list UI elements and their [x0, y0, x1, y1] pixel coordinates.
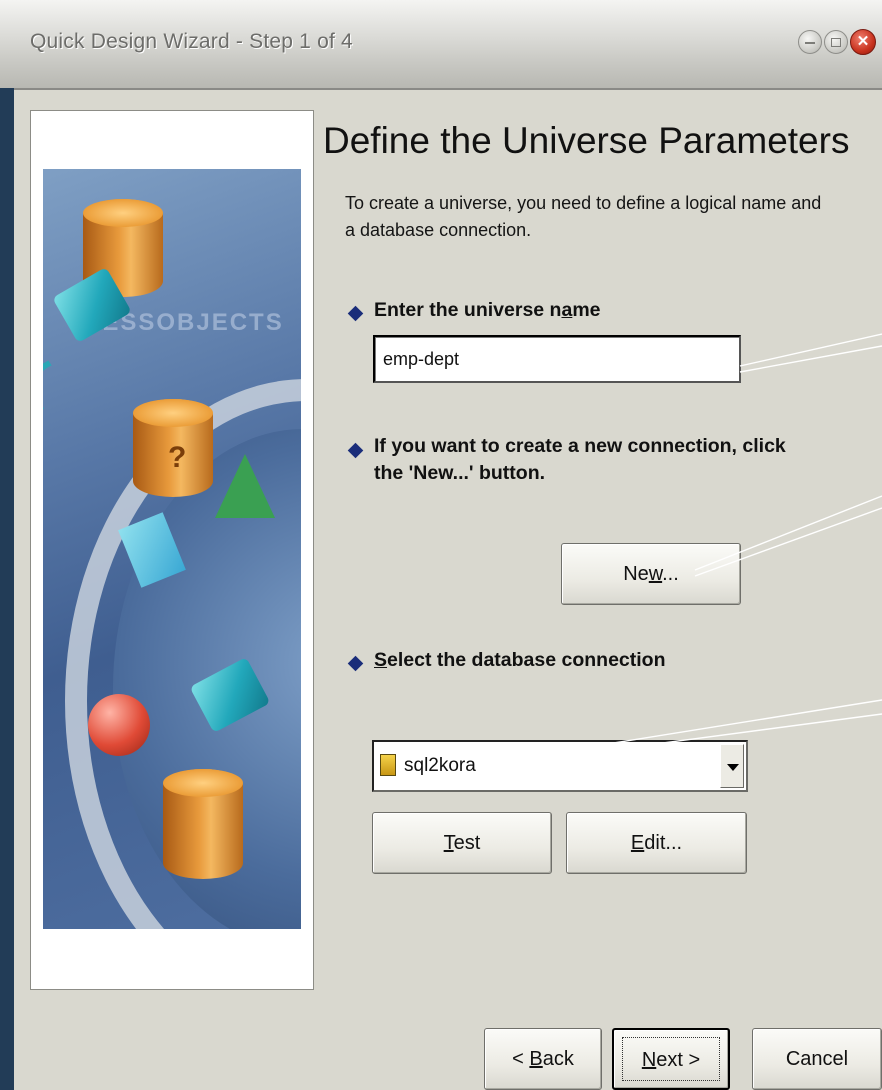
wizard-body: NESSOBJECTS ? Define the Universe Parame…	[14, 90, 882, 1090]
close-icon: ✕	[856, 33, 870, 50]
selected-connection: sql2kora	[404, 755, 476, 776]
bullet-diamond-icon	[347, 442, 364, 459]
intro-text: To create a universe, you need to define…	[345, 193, 822, 240]
page-heading: Define the Universe Parameters	[323, 120, 850, 161]
window-title: Quick Design Wizard - Step 1 of 4	[30, 30, 353, 53]
test-connection-button[interactable]: Test	[372, 812, 552, 874]
new-connection-button[interactable]: New...	[561, 543, 741, 605]
cancel-button[interactable]: Cancel	[752, 1028, 882, 1090]
title-bar[interactable]: Quick Design Wizard - Step 1 of 4 ✕	[0, 0, 882, 90]
database-cylinder-question-icon: ?	[133, 399, 213, 497]
dropdown-arrow-icon[interactable]	[720, 744, 744, 788]
new-connection-instruction: If you want to create a new connection, …	[374, 435, 786, 484]
focus-rectangle: Next >	[622, 1037, 720, 1081]
wizard-image-panel: NESSOBJECTS ?	[30, 110, 314, 990]
wizard-illustration: NESSOBJECTS ?	[43, 169, 301, 929]
maximize-icon	[831, 38, 841, 47]
red-sphere-icon	[88, 694, 150, 756]
edit-connection-button[interactable]: Edit...	[566, 812, 747, 874]
window-frame-left	[0, 88, 14, 1090]
maximize-button[interactable]	[824, 30, 848, 54]
next-button[interactable]: Next >	[612, 1028, 730, 1090]
green-pyramid-icon	[215, 454, 275, 518]
back-button[interactable]: < Back	[484, 1028, 602, 1090]
close-button[interactable]: ✕	[850, 29, 876, 55]
bullet-diamond-icon	[347, 305, 364, 322]
connection-icon	[380, 754, 396, 776]
universe-name-label: Enter the universe name	[374, 299, 601, 321]
database-connection-select[interactable]: sql2kora	[372, 740, 748, 792]
select-connection-label: Select the database connection	[374, 649, 666, 671]
question-mark: ?	[168, 441, 187, 474]
universe-name-input[interactable]	[373, 335, 741, 383]
minimize-icon	[805, 42, 815, 44]
minimize-button[interactable]	[798, 30, 822, 54]
database-cylinder-icon	[163, 769, 243, 879]
bullet-diamond-icon	[347, 655, 364, 672]
